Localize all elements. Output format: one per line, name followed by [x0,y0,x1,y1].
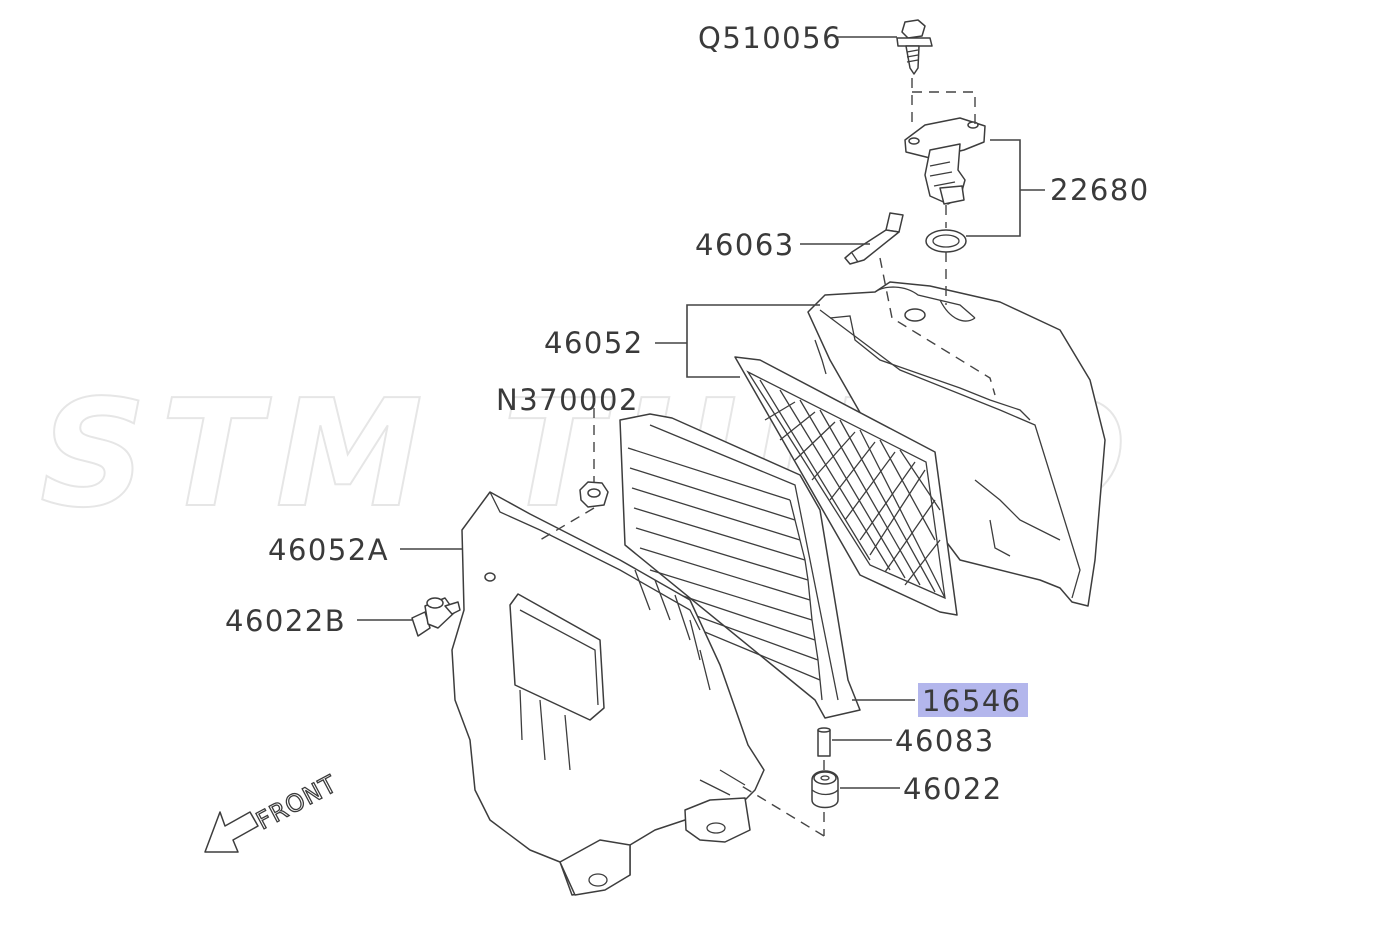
callout-n370002[interactable]: N370002 [496,383,639,417]
leader-22680 [966,139,1045,237]
upper-case-part[interactable] [807,281,1106,607]
part-highlight-box [918,683,1028,717]
sensor-assembly-dash [912,91,976,124]
airflow-sensor-part[interactable] [904,117,986,205]
callout-46083[interactable]: 46083 [895,724,995,758]
callout-22680[interactable]: 22680 [1050,173,1150,207]
callout-46052a[interactable]: 46052A [268,533,389,567]
o-ring-part[interactable] [925,229,967,253]
callout-16546[interactable]: 16546 [922,684,1022,718]
nut-part[interactable] [579,481,609,508]
callout-46063[interactable]: 46063 [695,228,795,262]
clip-part[interactable] [844,212,904,265]
front-direction-arrow-icon [204,811,259,853]
grommet-part[interactable] [811,770,839,809]
nut-assembly-dash [539,507,595,541]
front-label: FRONT [252,770,342,836]
air-filter-element-part[interactable] [619,413,861,719]
grommet-b-part[interactable] [411,597,461,637]
lower-case-part[interactable] [451,491,765,896]
bolt-part[interactable] [896,19,933,75]
callout-46022[interactable]: 46022 [903,772,1003,806]
leader-46052 [655,304,820,378]
callout-46052[interactable]: 46052 [544,326,644,360]
callout-46022b[interactable]: 46022B [225,604,346,638]
callout-q510056[interactable]: Q510056 [698,21,842,55]
grommet-assembly-dash [739,784,825,837]
mesh-screen-part[interactable] [734,356,958,616]
collar-part[interactable] [817,727,831,757]
